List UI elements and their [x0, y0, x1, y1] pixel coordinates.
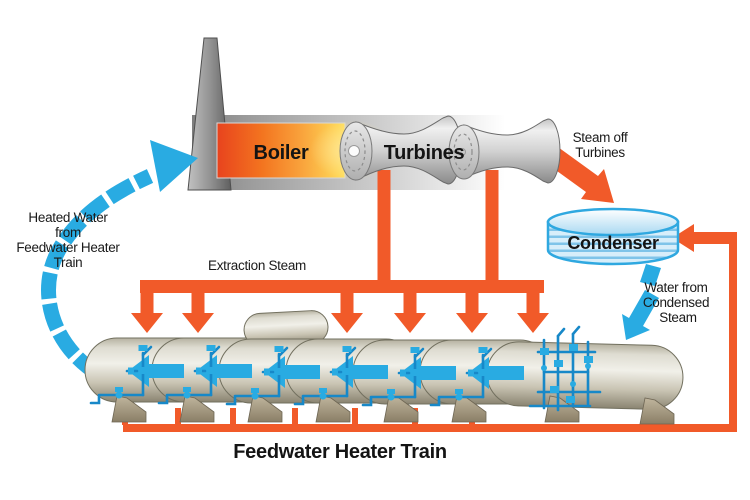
boiler-label: Boiler: [254, 142, 309, 164]
turbine-extraction-pipe-2: [485, 170, 499, 284]
bracket-tick: [292, 408, 298, 425]
drain-return-shaft: [694, 232, 737, 244]
heated-water-label-line2: from: [55, 225, 81, 240]
feedwater-heater-train-label: Feedwater Heater Train: [233, 441, 447, 463]
water-from-condensed-label-line1: Water from: [644, 280, 707, 295]
turbines-label: Turbines: [384, 142, 465, 164]
bracket-tick: [175, 408, 181, 425]
heated-water-label-line4: Train: [54, 255, 83, 270]
bracket-tick: [230, 408, 236, 425]
heated-water-label-line1: Heated Water: [28, 210, 108, 225]
turbine-extraction-pipe-1: [377, 170, 391, 284]
heated-water-label-line3: Feedwater Heater: [16, 240, 120, 255]
extraction-steam-label: Extraction Steam: [208, 258, 306, 273]
turbine-1-face-ring: [344, 130, 366, 172]
heater7-piping-cluster: [528, 325, 602, 412]
turbines-group: [339, 115, 561, 185]
turbine-1-hub: [348, 145, 360, 157]
turbine-2-hub: [458, 148, 466, 156]
drain-return-arrowhead: [672, 224, 694, 252]
bracket-tick: [352, 408, 358, 425]
drain-riser-line: [729, 236, 737, 426]
condensate-drop-segment: [640, 264, 661, 286]
turbine-2-body: [463, 118, 561, 184]
heated-water-arrowhead: [150, 140, 198, 192]
steam-off-turbines-label-line2: Turbines: [575, 145, 625, 160]
water-from-condensed-label-line3: Steam: [659, 310, 697, 325]
train-bracket-line: [123, 424, 737, 432]
condenser-label: Condenser: [567, 233, 659, 253]
condenser-top: [546, 207, 680, 237]
steam-off-turbines-label-line1: Steam off: [573, 130, 628, 145]
water-from-condensed-label-line2: Condensed: [643, 295, 709, 310]
condensate-drop-arrow: [622, 290, 659, 340]
water-flow-group: [128, 140, 661, 389]
heated-water-return-arc: [41, 169, 154, 381]
heater-valves-group: [89, 325, 602, 412]
condenser-group: [546, 207, 680, 266]
turbine-2-face-ring: [453, 133, 473, 171]
